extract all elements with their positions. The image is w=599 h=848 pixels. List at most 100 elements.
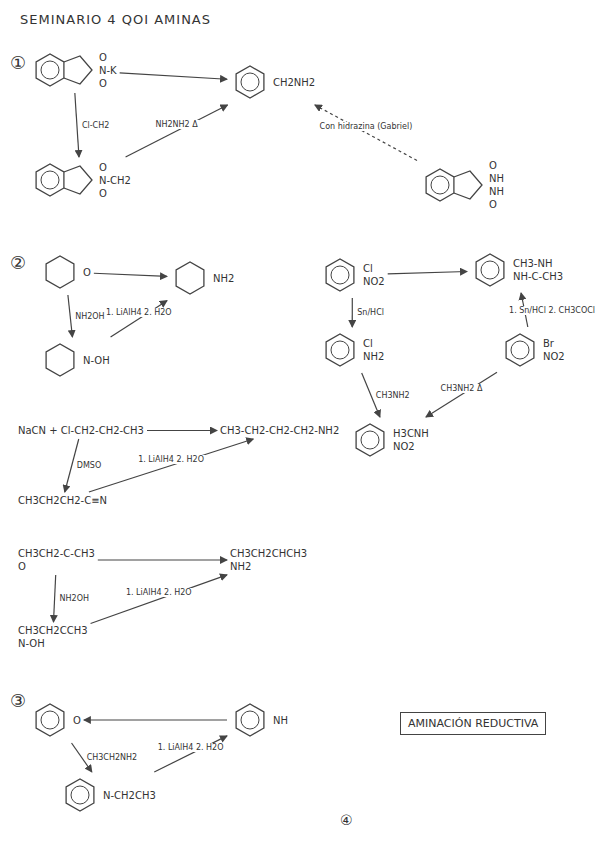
formula-text: O (73, 715, 81, 726)
reaction-arrow (111, 301, 167, 337)
reaction-arrow (91, 575, 227, 624)
cyclohexane-ring (40, 340, 80, 380)
section-number: ② (10, 252, 26, 273)
compound: NH2 (170, 258, 234, 298)
formula-text: CH3-NH (513, 258, 563, 269)
reaction-arrow (98, 559, 227, 560)
formula-text: O (489, 199, 504, 210)
formula-text: O (99, 188, 131, 199)
reaction-arrow (89, 439, 253, 492)
formula-text: O (99, 78, 117, 89)
reaction-arrow (120, 73, 227, 79)
formula-text: O (99, 162, 131, 173)
cyclohexane-ring (40, 252, 80, 292)
formula-text: NH (273, 715, 288, 726)
benzene-ring (230, 62, 270, 102)
formula-text: NH2 (363, 351, 384, 362)
formula-text: N-CH2 (99, 175, 131, 186)
formula-text: O (489, 160, 504, 171)
formula-text: NH-C-CH3 (513, 271, 563, 282)
reagent-label: CH3NH2 (375, 391, 411, 400)
compound: CH3-CH2-CH2-CH2-NH2 (220, 425, 339, 436)
reaction-arrow (84, 719, 227, 720)
benzene-ring (60, 775, 100, 815)
reagent-label: 1. LiAlH4 2. H2O (125, 588, 193, 597)
compound: H3CNHNO2 (350, 420, 429, 460)
formula-text: AMINACIÓN REDUCTIVA (408, 717, 538, 730)
reaction-arrow (315, 105, 417, 161)
reaction-arrow (388, 272, 467, 274)
formula-text: N-OH (83, 355, 110, 366)
reagent-label: DMSO (76, 461, 102, 470)
benzene-ring (230, 700, 270, 740)
section-number: ① (10, 52, 26, 73)
compound: N-CH2CH3 (60, 775, 156, 815)
compound: ClNO2 (320, 255, 385, 295)
compound: CH2NH2 (230, 62, 315, 102)
formula-text: CH2NH2 (273, 77, 315, 88)
reagent-label: 1. LiAlH4 2. H2O (157, 743, 225, 752)
formula-text: NO2 (363, 276, 385, 287)
benzene-ring (30, 700, 70, 740)
reagent-label: Con hidrazina (Gabriel) (319, 122, 414, 131)
reaction-arrow (154, 736, 227, 772)
compound: O N-K O (30, 50, 117, 90)
formula-text: CH3CH2CCH3 (18, 625, 88, 636)
formula-text: CH3CH2CH2-C≡N (18, 495, 107, 506)
formula-text: O (83, 267, 91, 278)
formula-text: NH2 (213, 273, 234, 284)
compound: BrNO2 (500, 330, 565, 370)
reagent-label: 1. LiAlH4 2. H2O (105, 308, 173, 317)
compound: CH3CH2CH2-C≡N (18, 495, 107, 506)
compound: NH (230, 700, 288, 740)
reagent-label: Cl-CH2 (81, 121, 110, 130)
formula-text: NO2 (543, 351, 565, 362)
benzene-ring (320, 255, 360, 295)
benzene-ring (320, 330, 360, 370)
reaction-arrow (147, 430, 217, 431)
section-number: ③ (10, 690, 26, 711)
formula-text: H3CNH (393, 428, 429, 439)
reagent-label: NH2OH (59, 594, 90, 603)
compound: N-OH (40, 340, 110, 380)
note-box: AMINACIÓN REDUCTIVA (400, 712, 546, 735)
formula-text: NH2 (230, 561, 307, 572)
benzene-ring (470, 250, 510, 290)
benzene-ring (500, 330, 540, 370)
formula-text: Cl (363, 263, 385, 274)
reagent-label: CH3NH2 Δ (440, 384, 484, 393)
compound: O (40, 252, 91, 292)
formula-text: N-K (99, 65, 117, 76)
reaction-arrow (426, 372, 497, 417)
formula-text: CH3CH2-C-CH3 (18, 548, 95, 559)
compound: NaCN + Cl-CH2-CH2-CH3 (18, 425, 144, 436)
reaction-arrow (94, 273, 167, 276)
phthalimide-ring (30, 160, 96, 200)
reagent-label: NH2OH (74, 312, 105, 321)
compound: CH3CH2CCH3N-OH (18, 625, 88, 649)
compound: O (30, 700, 81, 740)
formula-text: N-OH (18, 638, 88, 649)
formula-text: O (99, 52, 117, 63)
formula-text: NH (489, 173, 504, 184)
phthalimide-ring (420, 165, 486, 205)
reaction-arrow (68, 295, 73, 337)
formula-text: O (18, 561, 95, 572)
reagent-label: CH3CH2NH2 (86, 753, 138, 762)
formula-text: Cl (363, 338, 384, 349)
phthalimide-ring (30, 50, 96, 90)
section-number: ④ (340, 812, 353, 828)
benzene-ring (350, 420, 390, 460)
compound: ON-CH2O (30, 160, 131, 200)
formula-text: NH (489, 186, 504, 197)
page-title: SEMINARIO 4 QOI AMINAS (20, 12, 211, 27)
reaction-arrow (75, 93, 79, 157)
reaction-arrow (352, 298, 353, 327)
compound: CH3-NH NH-C-CH3 (470, 250, 563, 290)
reaction-arrow (53, 575, 55, 622)
formula-text: Br (543, 338, 565, 349)
compound: CH3CH2-C-CH3O (18, 548, 95, 572)
reagent-label: Sn/HCl (356, 308, 385, 317)
formula-text: N-CH2CH3 (103, 790, 156, 801)
reagent-label: 1. LiAlH4 2. H2O (137, 455, 205, 464)
